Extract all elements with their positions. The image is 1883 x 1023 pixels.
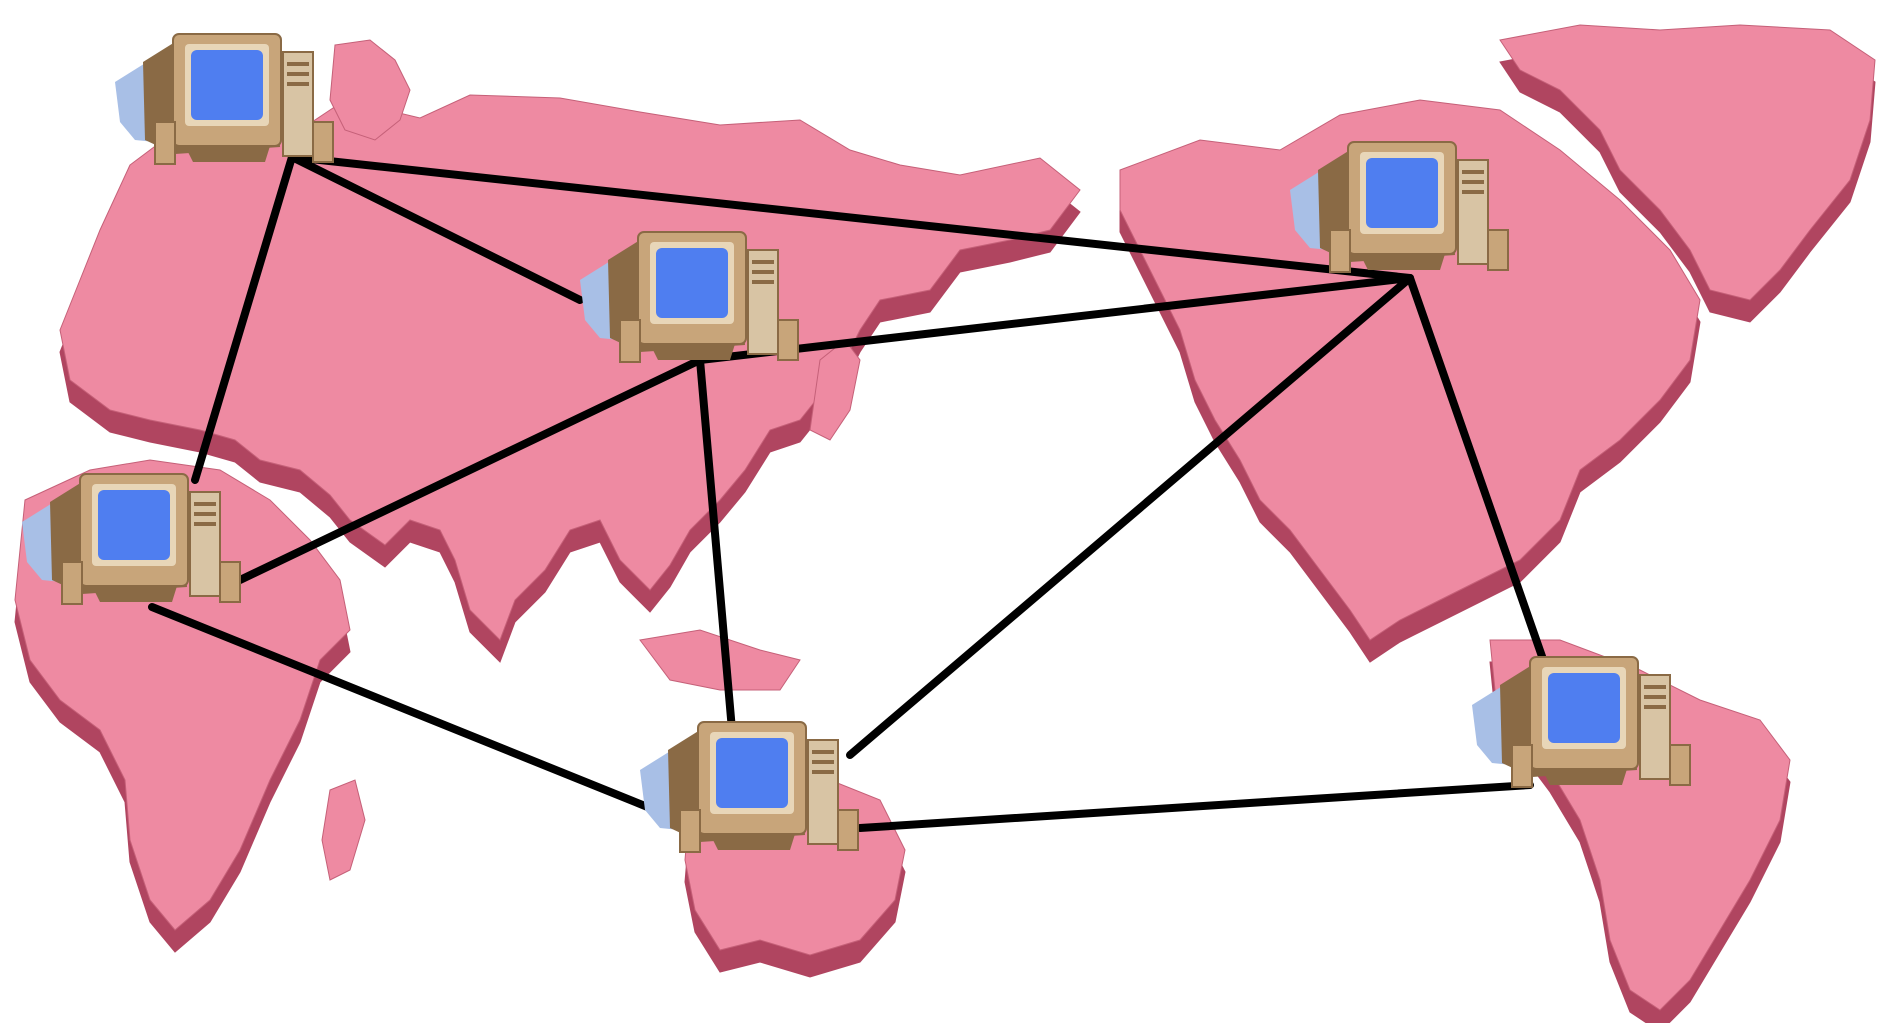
- network-link-south-east-asia-to-south-america: [860, 785, 1530, 828]
- computer-icon: [115, 34, 333, 164]
- world-map: [15, 25, 1875, 1010]
- landmass-indonesia: [640, 630, 800, 690]
- computer-icon: [640, 722, 858, 852]
- landmass-madagascar: [322, 780, 365, 880]
